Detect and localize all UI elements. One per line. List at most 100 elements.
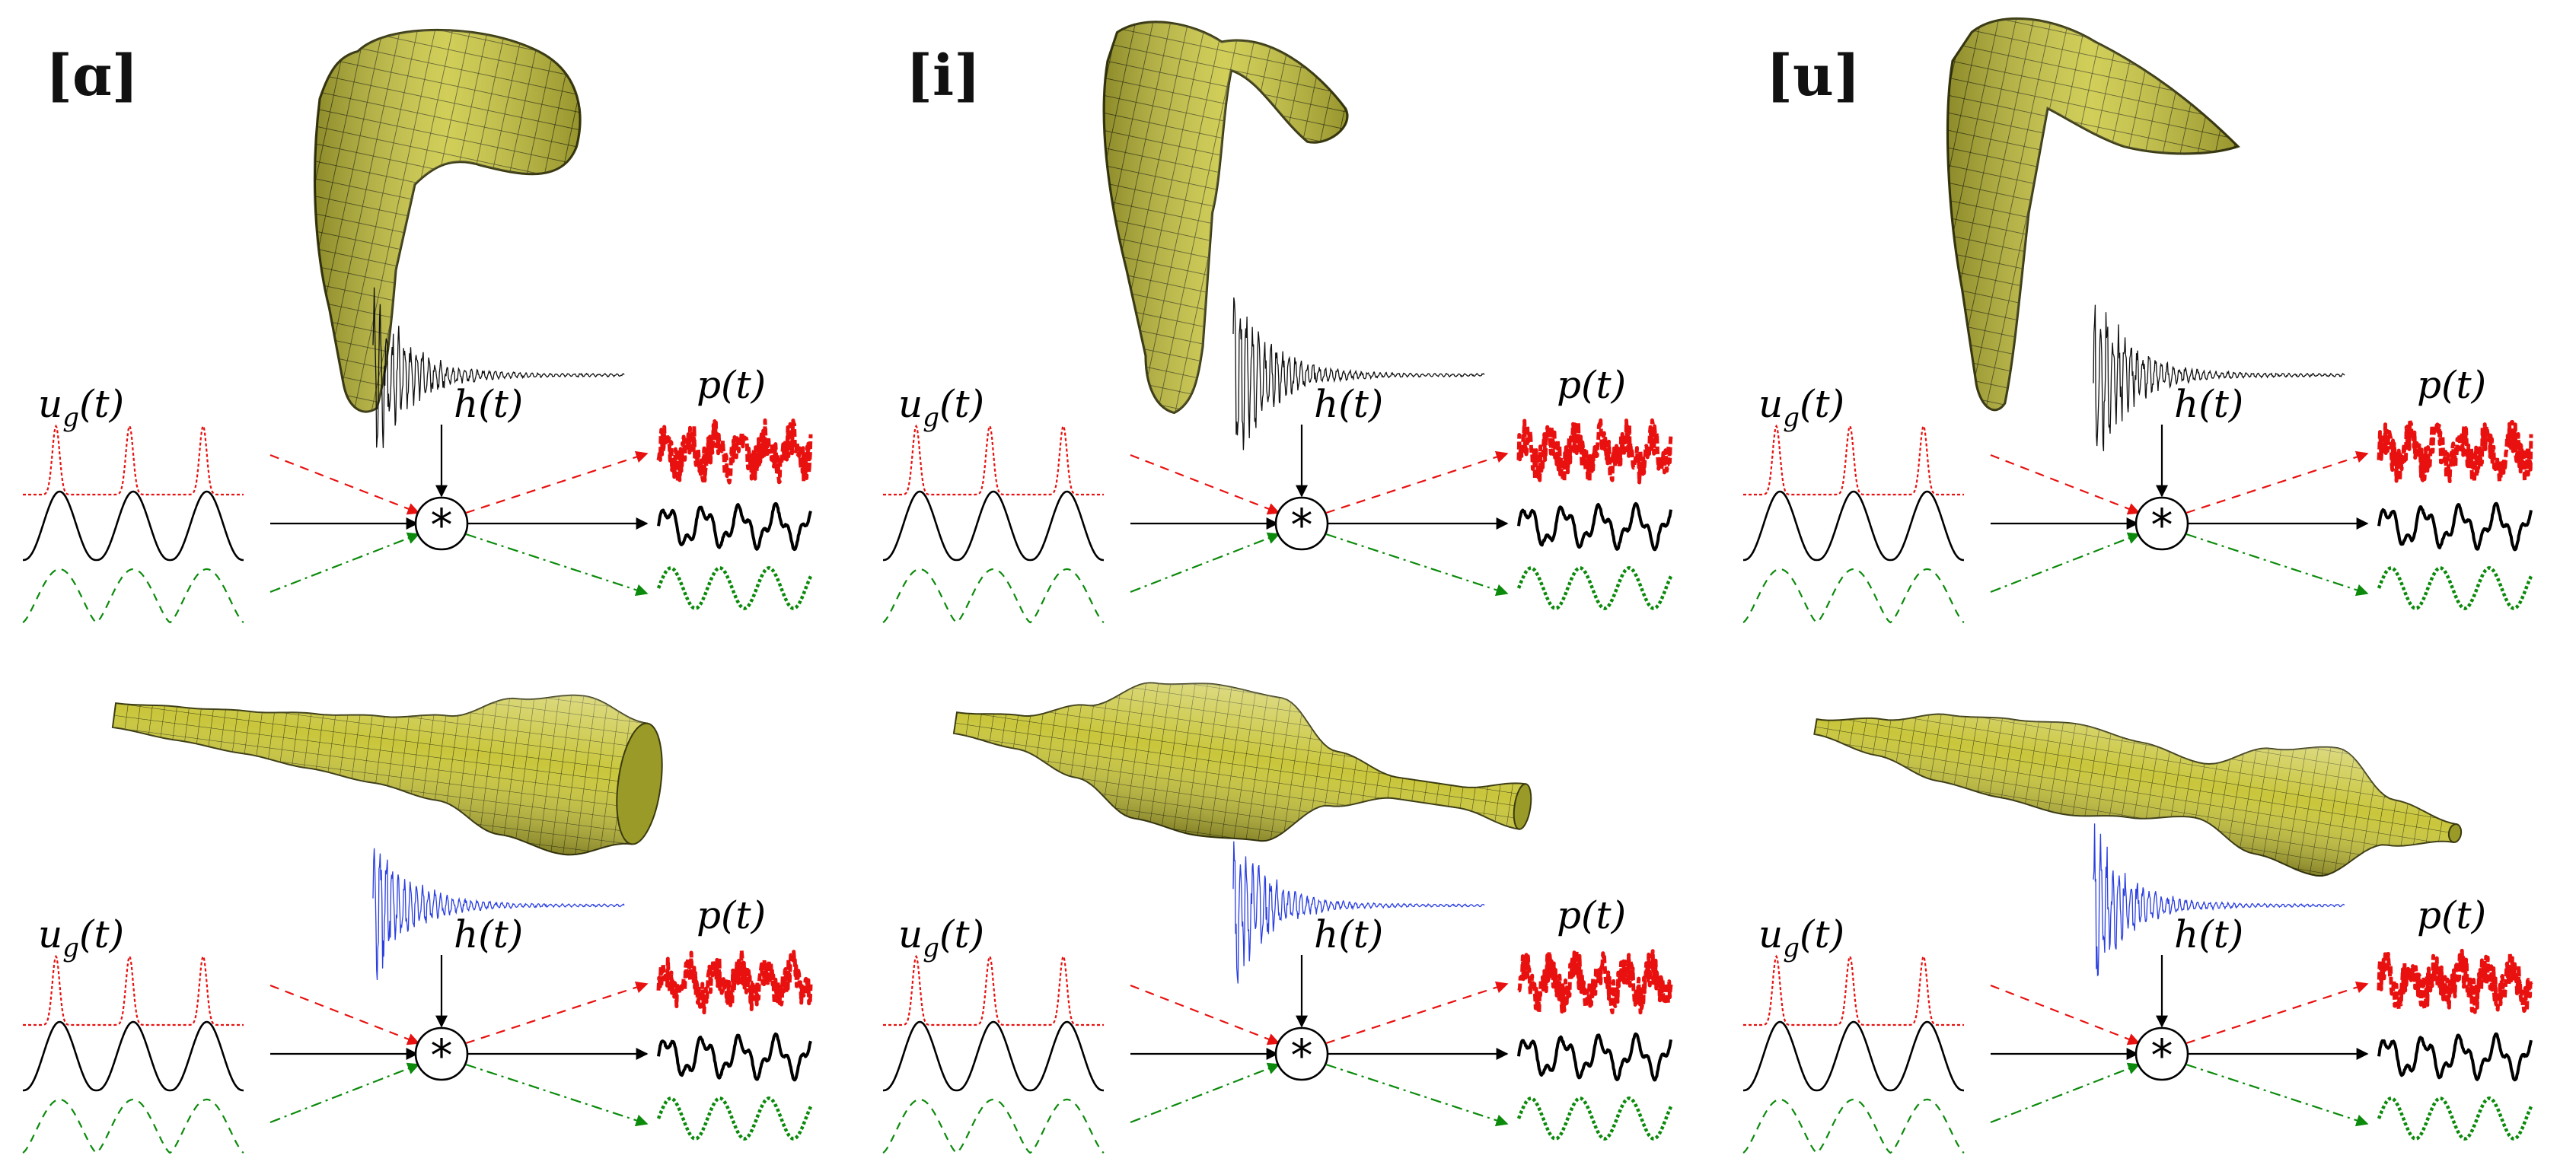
output-arrow-red [465,450,649,514]
output-arrow-green [465,533,649,597]
input-wave-green [1742,568,1965,624]
input-arrow-red [1990,454,2141,515]
pressure-output-label: p(t) [2417,363,2486,407]
glottal-flow-label: ug(t) [1758,912,1844,963]
output-arrow-green [465,1063,649,1127]
pipeline-0-mri: ug(t) * h(t) p(t) [22,287,813,624]
tube-mesh-icon [111,694,663,856]
input-arrow-green [1990,1062,2141,1124]
impulse-response-trace [2093,823,2345,977]
input-wave-green [22,568,244,624]
output-wave-black [1517,1032,1672,1082]
input-wave-green [1742,1098,1965,1154]
pressure-output-label: p(t) [697,893,766,937]
vocal-tract-mesh-icon [1102,21,1349,415]
input-wave-green [22,1098,244,1154]
output-wave-red [2377,418,2533,485]
impulse-response-trace [372,287,625,448]
output-arrow-green [1325,1063,1509,1127]
impulse-response-label: h(t) [2174,382,2243,426]
output-wave-black [657,1032,812,1082]
input-wave-green [882,1098,1105,1154]
column-1: [i] [906,21,1532,842]
convolution-operator: * [431,499,453,551]
output-arrow-red [1325,981,1509,1045]
vocal-tract-mesh-icon [313,28,582,413]
impulse-response-label: h(t) [1314,382,1383,426]
output-arrow-green [2185,1063,2369,1127]
input-arrow-red [269,984,420,1045]
output-wave-black [657,501,812,552]
input-wave-black [883,490,1104,562]
pipeline-1-mri: ug(t) * h(t) p(t) [882,297,1673,624]
impulse-response-label: h(t) [2174,912,2243,956]
output-wave-black [1517,501,1672,552]
column-2: [u] [1766,17,2463,877]
output-wave-green [1516,1096,1673,1141]
impulse-response-label: h(t) [454,382,523,426]
input-arrow-green [1990,532,2141,594]
output-wave-black [2377,1032,2533,1082]
impulse-response-trace [1232,841,1485,984]
output-wave-green [1516,566,1673,610]
pressure-output-label: p(t) [1557,363,1626,407]
pressure-output-label: p(t) [2417,893,2486,937]
convolution-operator: * [1291,499,1313,551]
output-wave-red [1516,418,1673,485]
input-wave-red [1743,954,1964,1026]
output-wave-red [656,948,813,1015]
impulse-response-label: h(t) [1314,912,1383,956]
pressure-output-label: p(t) [1557,893,1626,937]
output-wave-black [2377,501,2533,552]
output-wave-red [656,418,813,485]
vowel-label: [ɑ] [46,43,139,109]
tube-mesh-icon [952,682,1532,842]
pressure-output-label: p(t) [697,363,766,407]
input-arrow-red [269,454,420,515]
impulse-response-label: h(t) [454,912,523,956]
output-wave-red [1517,949,1673,1015]
glottal-flow-label: ug(t) [38,382,124,433]
input-wave-black [883,1020,1104,1092]
input-wave-red [883,954,1104,1026]
output-arrow-green [2185,533,2369,597]
input-arrow-red [1130,984,1280,1045]
output-wave-green [656,1096,813,1141]
impulse-response-trace [372,848,625,980]
vowel-label: [i] [906,43,980,109]
glottal-flow-label: ug(t) [898,382,984,433]
input-wave-green [882,568,1105,624]
glottal-flow-label: ug(t) [898,912,984,963]
input-wave-black [23,1020,244,1092]
output-arrow-red [2185,450,2369,514]
input-arrow-green [269,532,420,594]
output-arrow-green [1325,533,1509,597]
pipeline-1-tube: ug(t) * h(t) p(t) [882,841,1673,1154]
convolution-operator: * [2151,499,2173,551]
output-wave-red [2377,948,2533,1014]
output-arrow-red [465,981,649,1045]
pipeline-2-tube: ug(t) * h(t) p(t) [1742,823,2533,1154]
input-arrow-red [1130,454,1280,515]
input-arrow-green [269,1062,420,1124]
input-arrow-green [1130,532,1280,594]
glottal-flow-label: ug(t) [38,912,124,963]
input-arrow-green [1130,1062,1280,1124]
convolution-operator: * [2151,1030,2173,1081]
input-wave-red [23,424,244,496]
pipeline-2-mri: ug(t) * h(t) p(t) [1742,304,2533,624]
glottal-flow-label: ug(t) [1758,382,1844,433]
vowel-label: [u] [1766,43,1860,109]
pipeline-0-tube: ug(t)*h(t)p(t) [22,848,813,1154]
input-wave-black [1743,490,1964,562]
impulse-response-trace [2093,304,2345,451]
convolution-operator: * [1291,1030,1313,1081]
input-arrow-red [1990,984,2141,1045]
output-wave-green [2377,566,2533,610]
vocal-tract-mesh-icon [1946,17,2240,412]
input-wave-red [1743,424,1964,496]
input-wave-black [23,490,244,562]
input-wave-black [1743,1020,1964,1092]
output-wave-green [656,566,813,610]
